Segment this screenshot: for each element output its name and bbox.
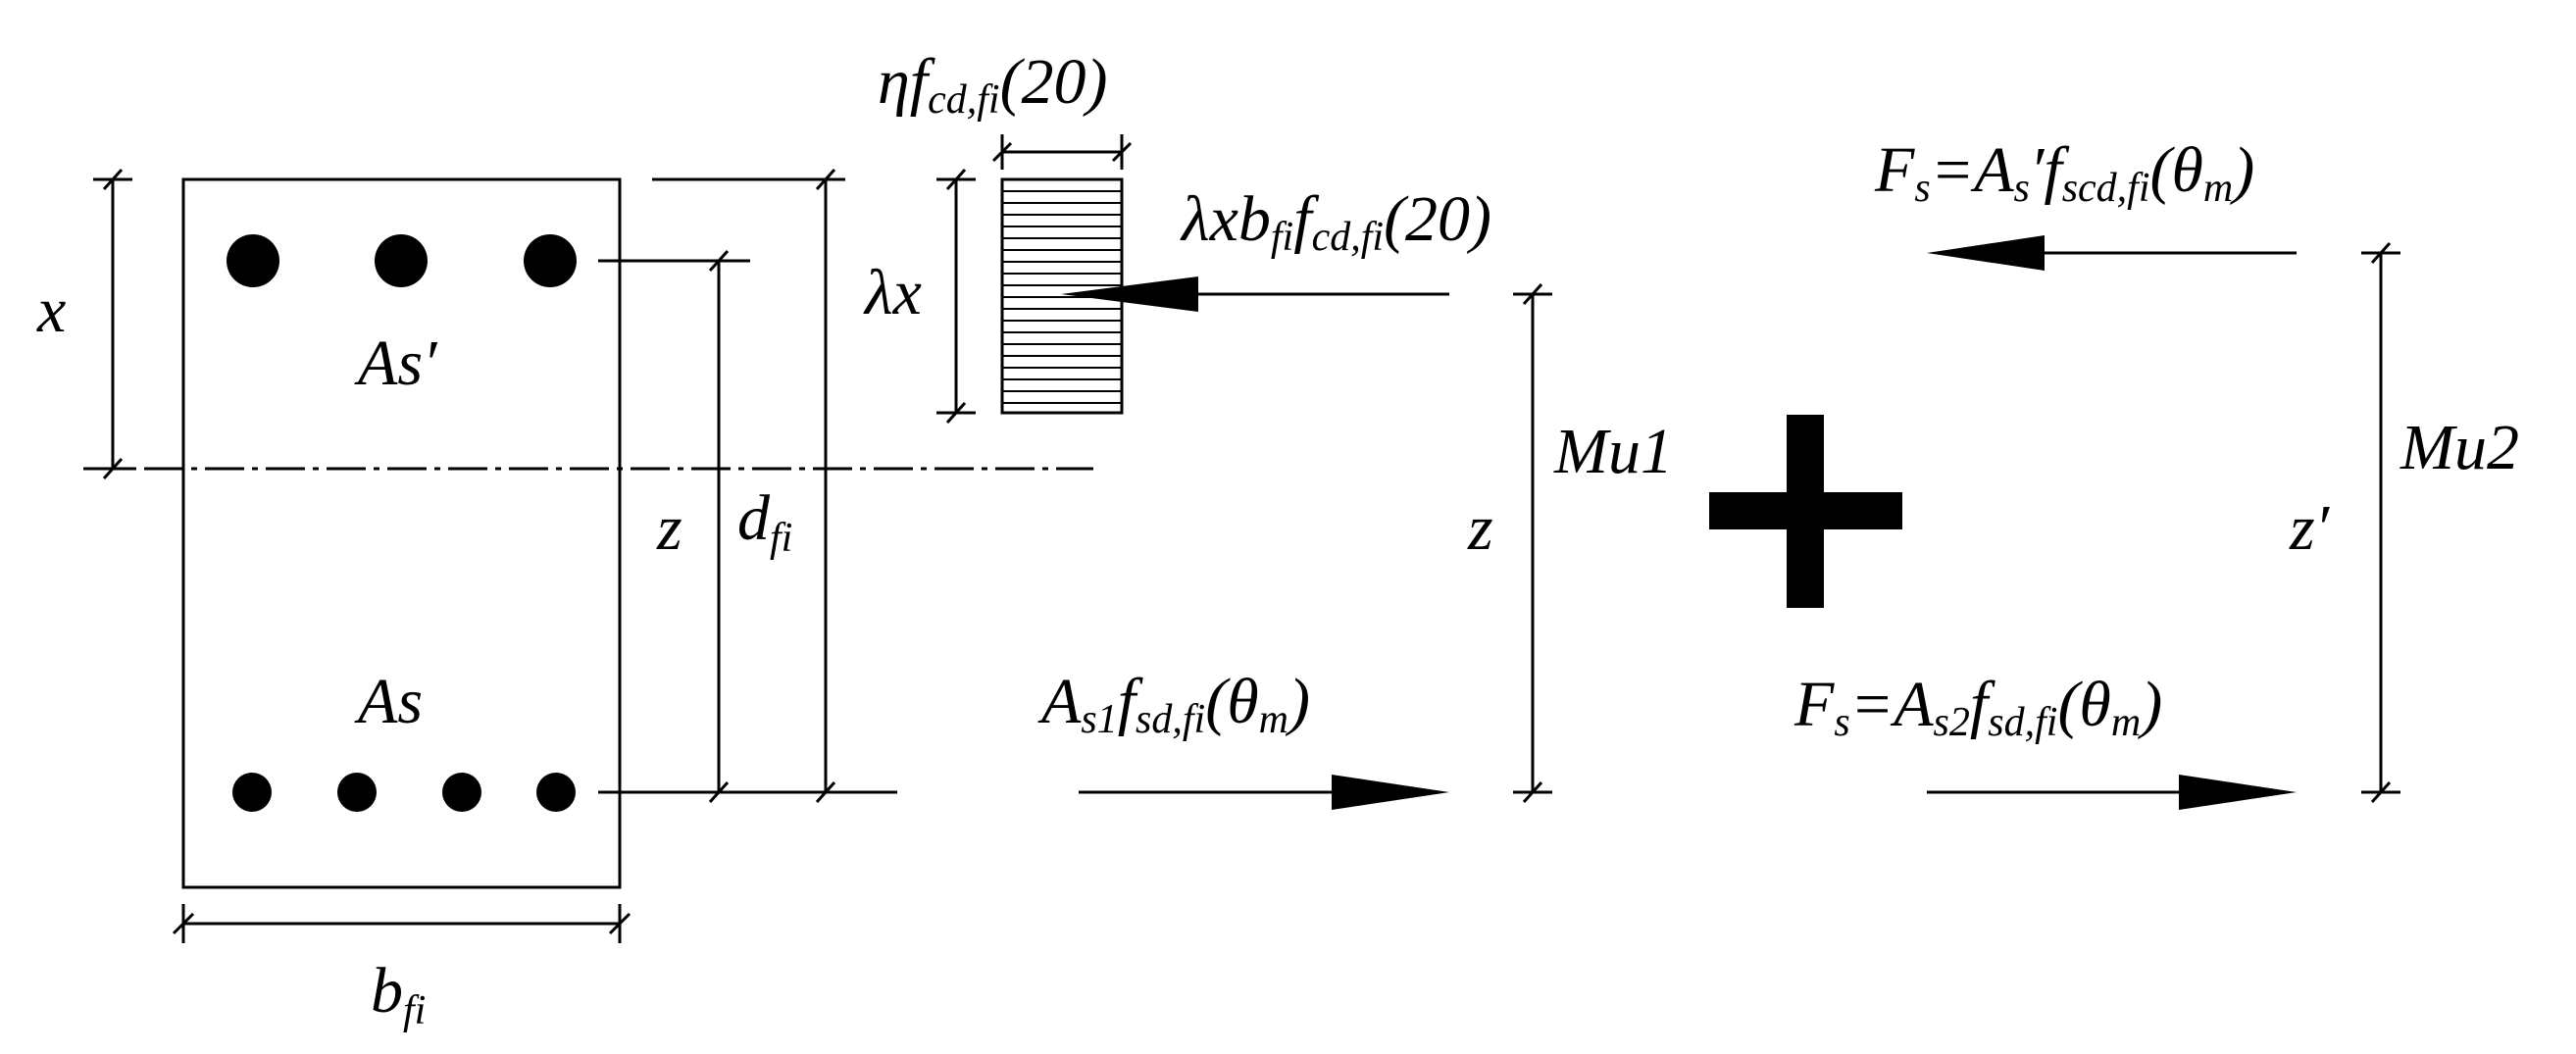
rebar-bottom-3 xyxy=(442,773,481,812)
top-rebars xyxy=(227,234,577,287)
mu1-lever-arm xyxy=(1513,282,1552,804)
x-dimension xyxy=(93,168,132,480)
lambda-x-label: λx xyxy=(863,257,922,328)
steel-tension-arrow xyxy=(1927,775,2297,810)
as-top-label: As′ xyxy=(354,327,438,399)
mu2-label: Mu2 xyxy=(2399,412,2519,483)
stress-block-hatching xyxy=(1002,190,1122,404)
compression-force-label: λxbfifcd,fi(20) xyxy=(1180,183,1491,260)
tension-force-label-1: As1fsd,fi(θm) xyxy=(1037,666,1310,742)
eta-label: ηfcd,fi(20) xyxy=(878,46,1108,123)
rebar-top-2 xyxy=(375,234,428,287)
steel-compression-label: Fs=As′fscd,fi(θm) xyxy=(1874,134,2254,211)
cross-section-outline xyxy=(181,177,622,889)
z-label-section: z xyxy=(656,492,682,564)
b-dimension xyxy=(172,904,631,943)
plus-sign xyxy=(1709,415,1902,608)
compression-force-arrow xyxy=(1061,276,1449,312)
z-prime-label: z′ xyxy=(2289,492,2331,564)
as-bottom-label: As xyxy=(354,666,423,737)
bottom-rebars xyxy=(232,773,576,812)
rebar-bottom-2 xyxy=(337,773,377,812)
steel-compression-arrow xyxy=(1927,235,2297,271)
z-label-mid: z xyxy=(1467,492,1493,564)
eta-dimension xyxy=(991,134,1133,170)
rebar-bottom-1 xyxy=(232,773,272,812)
steel-tension-label: Fs=As2fsd,fi(θm) xyxy=(1793,669,2162,745)
mu1-label: Mu1 xyxy=(1553,416,1673,487)
rebar-bottom-4 xyxy=(536,773,576,812)
d-label: dfi xyxy=(737,482,792,561)
lambda-x-dimension xyxy=(936,168,976,425)
tension-force-arrow-1 xyxy=(1079,775,1449,810)
b-label: bfi xyxy=(371,955,426,1033)
rebar-top-1 xyxy=(227,234,279,287)
z-dimension xyxy=(699,249,738,804)
x-label: x xyxy=(36,275,66,346)
mu2-lever-arm xyxy=(2361,241,2400,804)
rebar-top-3 xyxy=(524,234,577,287)
d-dimension xyxy=(806,168,845,804)
